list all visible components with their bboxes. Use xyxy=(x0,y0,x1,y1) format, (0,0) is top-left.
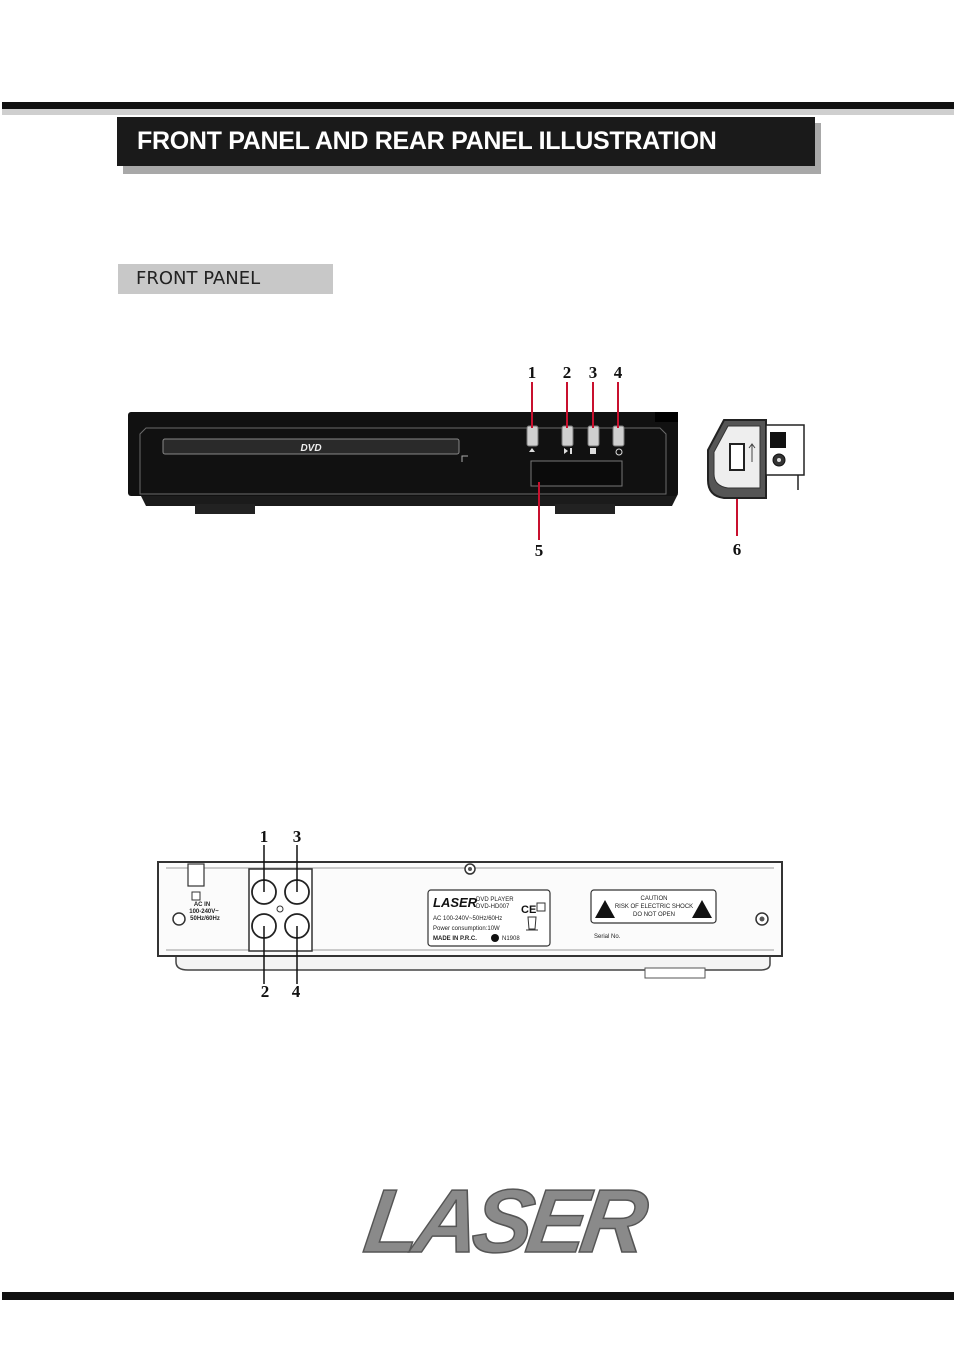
front-panel-device: DVD xyxy=(128,412,678,514)
ce-mark: CE xyxy=(521,904,536,916)
caution-line1: CAUTION xyxy=(641,896,668,902)
rear-callout-3: 3 xyxy=(293,827,302,846)
rating-consumption: Power consumption:10W xyxy=(433,926,500,932)
rear-panel-device: AC IN 100-240V~ 50Hz/60Hz LASER DVD PLAY… xyxy=(158,862,782,978)
eject-button[interactable] xyxy=(527,426,538,446)
front-foot-right xyxy=(555,504,615,514)
stop-button[interactable] xyxy=(588,426,599,446)
ac-in-frequency: 50Hz/60Hz xyxy=(190,916,220,922)
rating-origin: MADE IN P.R.C. xyxy=(433,936,477,942)
footer-logo: LASER xyxy=(359,1171,654,1272)
caution-line3: DO NOT OPEN xyxy=(633,912,675,918)
rating-code: N1908 xyxy=(502,936,520,942)
ac-in-label: AC IN xyxy=(194,902,210,908)
play-pause-button[interactable] xyxy=(562,426,573,446)
front-callout-2: 2 xyxy=(563,363,572,382)
front-callout-3: 3 xyxy=(589,363,598,382)
rating-brand: LASER xyxy=(433,895,478,910)
ac-in-voltage: 100-240V~ xyxy=(189,909,219,915)
front-foot-left xyxy=(195,504,255,514)
display-window xyxy=(531,461,622,486)
rear-screw-left xyxy=(173,913,185,925)
front-callout-6: 6 xyxy=(733,540,742,559)
front-callout-4: 4 xyxy=(614,363,623,382)
caution-line2: RISK OF ELECTRIC SHOCK xyxy=(615,904,693,910)
dvd-logo: DVD xyxy=(300,443,321,454)
rear-callout-2: 2 xyxy=(261,982,270,1001)
usb-port-closeup xyxy=(708,420,804,498)
front-callout-1: 1 xyxy=(528,363,537,382)
rating-product-line1: DVD PLAYER xyxy=(476,897,514,903)
rear-callout-1: 1 xyxy=(260,827,269,846)
certification-mark xyxy=(491,934,499,942)
power-button[interactable] xyxy=(613,426,624,446)
rating-product-line2: DVD-HD007 xyxy=(476,904,510,910)
serial-number-label: Serial No. xyxy=(594,934,621,940)
bottom-rule xyxy=(2,1292,954,1300)
front-callout-5: 5 xyxy=(535,541,544,560)
stop-icon xyxy=(590,448,596,454)
usb-port[interactable] xyxy=(730,444,744,470)
rear-callout-4: 4 xyxy=(292,982,301,1001)
power-cord xyxy=(188,864,204,886)
rating-power-line: AC 100-240V~50Hz/60Hz xyxy=(433,916,502,922)
